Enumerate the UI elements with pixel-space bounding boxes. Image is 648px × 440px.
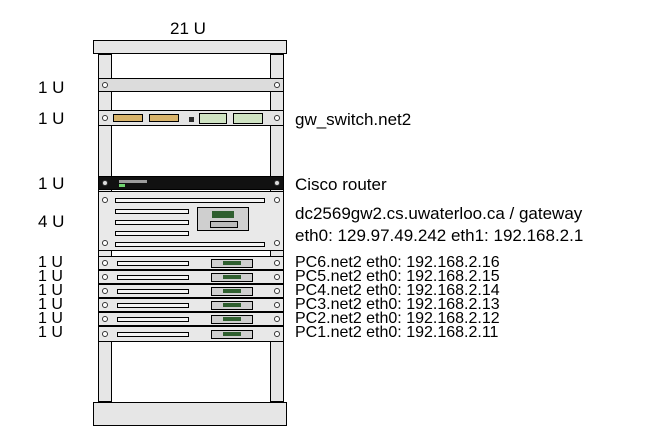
mount-hole — [274, 331, 280, 337]
gateway-label: dc2569gw2.cs.uwaterloo.ca / gateway — [295, 204, 583, 223]
rack-size-label: 21 U — [170, 19, 206, 38]
front-panel-display — [211, 330, 253, 339]
unit-label: 1 U — [38, 296, 63, 313]
lcd-screen — [212, 211, 234, 218]
unit-label: 1 U — [38, 78, 65, 97]
pc-label: PC6.net2 eth0: 192.168.2.16 — [295, 254, 500, 271]
lcd-screen — [223, 332, 241, 336]
drive-bay — [117, 332, 189, 337]
cisco-router — [98, 176, 284, 190]
lcd-screen — [223, 275, 241, 279]
mount-hole — [274, 260, 280, 266]
mount-hole — [102, 115, 108, 121]
front-panel-display — [211, 287, 253, 296]
mount-hole — [274, 197, 280, 203]
unit-label: 1 U — [38, 310, 63, 327]
router-status-strip — [119, 180, 147, 183]
unit-label: 4 U — [38, 212, 65, 231]
rack-top-frame — [93, 40, 287, 54]
front-panel-display — [197, 207, 249, 231]
pc-server — [98, 284, 284, 298]
drive-bay — [115, 209, 189, 214]
drive-bay — [117, 289, 189, 294]
panel-buttons — [210, 221, 238, 228]
pc-label: PC3.net2 eth0: 192.168.2.13 — [295, 296, 500, 313]
drive-bay — [115, 231, 189, 236]
drive-bay — [117, 261, 189, 266]
mount-hole — [102, 331, 108, 337]
pc-server — [98, 270, 284, 284]
pc-label: PC2.net2 eth0: 192.168.2.12 — [295, 310, 500, 327]
router-led — [119, 184, 125, 187]
unit-label: 1 U — [38, 324, 63, 341]
mount-hole — [102, 288, 108, 294]
pc-server — [98, 312, 284, 326]
lcd-screen — [223, 303, 241, 307]
switch-port-block — [149, 114, 179, 122]
pc-server — [98, 256, 284, 270]
drive-bay — [115, 198, 265, 203]
pc-server — [98, 298, 284, 312]
pc-label: PC4.net2 eth0: 192.168.2.14 — [295, 282, 500, 299]
mount-hole — [274, 115, 280, 121]
mount-hole — [274, 274, 280, 280]
unit-label: 1 U — [38, 268, 63, 285]
unit-label: 1 U — [38, 109, 65, 128]
pc-server — [98, 326, 284, 342]
mount-hole — [274, 288, 280, 294]
unit-label: 1 U — [38, 174, 65, 193]
pc-label: PC5.net2 eth0: 192.168.2.15 — [295, 268, 500, 285]
switch-port-block — [199, 113, 227, 124]
blank-panel — [98, 78, 284, 92]
mount-hole — [274, 240, 280, 246]
front-panel-display — [211, 273, 253, 282]
drive-bay — [115, 220, 189, 225]
switch-label: gw_switch.net2 — [295, 110, 412, 129]
mount-hole — [102, 316, 108, 322]
mount-hole — [102, 180, 108, 186]
mount-hole — [102, 82, 108, 88]
rack-bottom-frame — [93, 402, 287, 426]
mount-hole — [102, 274, 108, 280]
lcd-screen — [223, 289, 241, 293]
router-label: Cisco router — [295, 175, 387, 194]
drive-bay — [115, 242, 265, 247]
gateway-server — [98, 191, 284, 251]
gateway-interfaces: eth0: 129.97.49.242 eth1: 192.168.2.1 — [295, 226, 584, 245]
mount-hole — [102, 260, 108, 266]
pc-label: PC1.net2 eth0: 192.168.2.11 — [295, 324, 499, 341]
network-switch — [98, 110, 284, 126]
status-led — [189, 117, 194, 122]
drive-bay — [117, 317, 189, 322]
front-panel-display — [211, 315, 253, 324]
lcd-screen — [223, 317, 241, 321]
mount-hole — [274, 82, 280, 88]
mount-hole — [274, 180, 280, 186]
mount-hole — [274, 302, 280, 308]
switch-port-block — [233, 113, 263, 124]
mount-hole — [102, 302, 108, 308]
unit-label: 1 U — [38, 254, 63, 271]
drive-bay — [117, 303, 189, 308]
mount-hole — [102, 240, 108, 246]
mount-hole — [274, 316, 280, 322]
front-panel-display — [211, 259, 253, 268]
lcd-screen — [223, 261, 241, 265]
drive-bay — [117, 275, 189, 280]
front-panel-display — [211, 301, 253, 310]
unit-label: 1 U — [38, 282, 63, 299]
mount-hole — [102, 197, 108, 203]
switch-port-block — [113, 114, 143, 122]
